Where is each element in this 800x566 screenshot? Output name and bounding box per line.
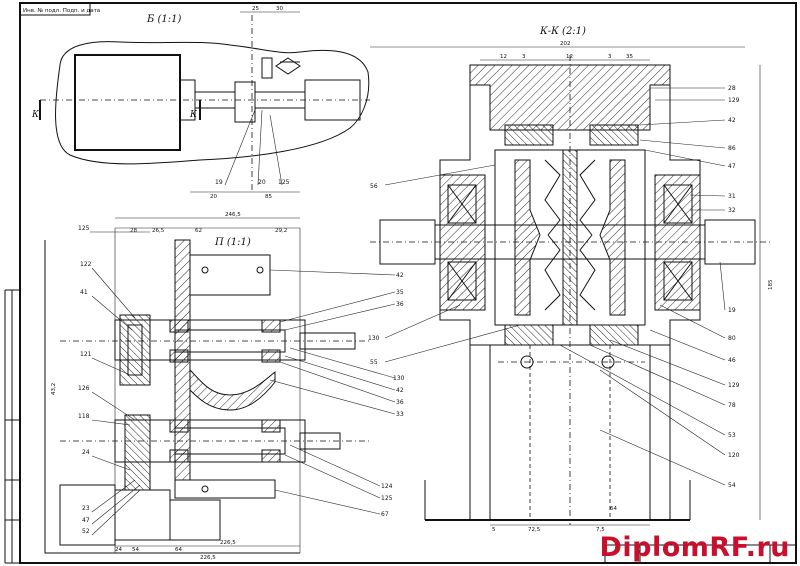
- view-kk-callout-46: 46: [728, 357, 736, 364]
- drawing-frame: [4, 2, 797, 564]
- view-kk-callout-47: 47: [728, 163, 736, 170]
- view-p-bottom-dim-3: 226,5: [220, 540, 236, 546]
- view-p-callout-33: 33: [396, 411, 404, 418]
- view-p-callout-130: 130: [393, 375, 405, 382]
- view-kk-callout-86: 86: [728, 145, 736, 152]
- view-p-top-dim-4: 29,2: [275, 228, 287, 234]
- view-p-callout-23: 23: [82, 505, 90, 512]
- view-b-section-mark-right: К: [189, 110, 198, 120]
- view-p-callout-118: 118: [78, 413, 90, 420]
- view-kk-bottom-dim-2: 72,5: [528, 527, 541, 533]
- view-p-callout-24: 24: [82, 449, 90, 456]
- view-b-callout-3: 125: [278, 179, 290, 186]
- view-b-dim-2: 30: [276, 6, 283, 12]
- watermark-main: Diplom: [599, 532, 710, 563]
- view-p: П (1:1) 246,5 28 26,5 62 29,2: [44, 212, 405, 561]
- view-kk-side-dim: 185: [768, 279, 774, 290]
- view-p-callout-52: 52: [82, 528, 90, 535]
- view-kk-top-dim-4: 3: [608, 54, 612, 60]
- view-p-bottom-dim-2: 64: [175, 547, 182, 553]
- view-p-callout-36b: 36: [396, 399, 404, 406]
- view-kk-callout-31: 31: [728, 193, 736, 200]
- view-kk-callout-32: 32: [728, 207, 736, 214]
- view-b-callout-2: 20: [258, 179, 266, 186]
- view-kk-top-dim-2: 3: [522, 54, 526, 60]
- view-p-callout-125: 125: [78, 225, 90, 232]
- view-p-callout-42b: 42: [396, 387, 404, 394]
- view-b-callout-1: 19: [215, 179, 223, 186]
- watermark-suffix: .ru: [745, 532, 790, 563]
- view-p-callout-121: 121: [80, 351, 92, 358]
- view-p-callout-42a: 42: [396, 272, 404, 279]
- view-kk-top-dim-1: 12: [500, 54, 507, 60]
- view-kk-callout-42: 42: [728, 117, 736, 124]
- watermark-logo: DiplomRF.ru: [599, 532, 790, 563]
- view-kk-callout-129b: 129: [728, 382, 740, 389]
- view-kk-bottom-dim-3: 7,5: [596, 527, 605, 533]
- view-p-top-dim-overall: 246,5: [225, 212, 241, 218]
- view-p-top-dim-1: 28: [130, 228, 137, 234]
- view-p-callout-125b: 125: [381, 495, 393, 502]
- view-kk-bottom-dim-1: 5: [492, 527, 496, 533]
- view-p-callout-47: 47: [82, 517, 90, 524]
- view-b-dim-1: 25: [252, 6, 259, 12]
- view-kk-callout-120: 120: [728, 452, 740, 459]
- view-p-callout-126: 126: [78, 385, 90, 392]
- watermark-accent: RF: [709, 532, 746, 563]
- view-p-callout-35: 35: [396, 289, 404, 296]
- view-kk-callout-55: 55: [370, 359, 378, 366]
- title-block-stub: [604, 544, 797, 564]
- view-p-bottom-dim-5: 24: [115, 547, 122, 553]
- view-kk-top-dim-5: 35: [626, 54, 633, 60]
- stamp-text: Инв. № подл. Подп. и дата: [23, 8, 100, 14]
- view-p-callout-36a: 36: [396, 301, 404, 308]
- view-kk-callout-80: 80: [728, 335, 736, 342]
- view-b: Б (1:1) К К 25 30 20 85 19 20 125: [31, 6, 370, 200]
- view-p-title: П (1:1): [214, 237, 251, 248]
- view-b-dim-3: 20: [210, 194, 217, 200]
- view-p-bottom-dim-4: 226,5: [200, 555, 216, 561]
- view-p-callout-124: 124: [381, 483, 393, 490]
- view-kk-overall-dim: 202: [560, 41, 571, 47]
- view-kk-callout-53: 53: [728, 432, 736, 439]
- view-kk-callout-129a: 129: [728, 97, 740, 104]
- view-kk-top-dim-3: 12: [566, 54, 573, 60]
- view-kk-callout-56: 56: [370, 183, 378, 190]
- view-kk-callout-28: 28: [728, 85, 736, 92]
- view-p-top-dim-2: 26,5: [152, 228, 165, 234]
- view-p-callout-67: 67: [381, 511, 389, 518]
- view-b-dim-4: 85: [265, 194, 272, 200]
- view-kk-callout-78: 78: [728, 402, 736, 409]
- view-p-bottom-dim-1: 54: [132, 547, 139, 553]
- stamp-top-left: Инв. № подл. Подп. и дата: [19, 2, 100, 16]
- view-b-section-mark-left: К: [31, 110, 40, 120]
- view-p-callout-122: 122: [80, 261, 92, 268]
- view-kk-callout-19: 19: [728, 307, 736, 314]
- view-p-top-dim-3: 62: [195, 228, 202, 234]
- view-p-left-dim: 43,2: [51, 383, 57, 395]
- view-b-title: Б (1:1): [146, 14, 182, 25]
- view-p-callout-41: 41: [80, 289, 88, 296]
- view-kk-title: К-К (2:1): [539, 26, 586, 37]
- view-kk-callout-54: 54: [728, 482, 736, 489]
- view-kk-bottom-dim-4: 64: [610, 506, 617, 512]
- view-kk-callout-130: 130: [368, 335, 380, 342]
- view-kk: К-К (2:1) 202 12 3 12 3 35: [368, 26, 774, 533]
